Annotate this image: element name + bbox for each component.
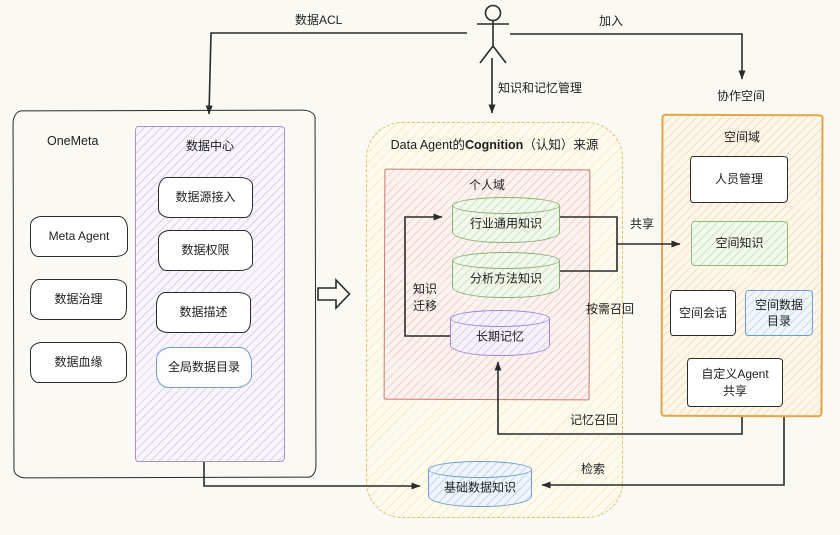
join-arrow — [510, 33, 746, 80]
data-lineage-label: 数据血缘 — [54, 355, 103, 370]
data-source-access-label: 数据源接入 — [175, 190, 236, 205]
edge-label-share: 共享 — [630, 217, 655, 231]
onemeta-title: OneMeta — [47, 134, 99, 148]
data-permission-label: 数据权限 — [181, 243, 230, 258]
analysis-knowledge-cylinder: 分析方法知识 — [452, 252, 560, 298]
space-knowledge-box: 空间知识 — [691, 221, 788, 266]
data-acl-arrow — [205, 32, 467, 115]
edge-label-knowledge-transfer: 知识迁移 — [413, 282, 438, 314]
base-data-knowledge-cylinder: 基础数据知识 — [428, 461, 532, 507]
label-on-demand-recall: 按需召回 — [586, 302, 635, 316]
cognition-title-bold: Cognition — [465, 138, 524, 152]
edge-label-knowledge-memory: 知识和记忆管理 — [498, 81, 583, 95]
analysis-knowledge-label: 分析方法知识 — [469, 271, 542, 286]
data-permission-box: 数据权限 — [158, 230, 253, 271]
member-management-box: 人员管理 — [690, 156, 788, 203]
space-knowledge-label: 空间知识 — [715, 236, 764, 251]
data-description-label: 数据描述 — [179, 305, 228, 320]
cognition-title-suffix: （认知）来源 — [523, 138, 599, 152]
data-governance-label: 数据治理 — [54, 292, 103, 307]
edge-label-retrieve: 检索 — [581, 462, 606, 476]
data-description-box: 数据描述 — [156, 292, 251, 333]
block-arrow-icon — [317, 278, 351, 310]
edge-label-join: 加入 — [599, 14, 624, 28]
space-session-box: 空间会话 — [670, 290, 736, 336]
data-governance-box: 数据治理 — [30, 279, 127, 320]
space-data-catalog-label: 空间数据目录 — [754, 297, 803, 328]
space-domain-title: 空间域 — [723, 130, 760, 144]
user-actor-icon — [477, 4, 509, 64]
space-data-catalog-box: 空间数据目录 — [745, 290, 813, 336]
personal-domain-title: 个人域 — [468, 178, 505, 192]
meta-agent-box: Meta Agent — [30, 216, 128, 257]
long-term-memory-label: 长期记忆 — [475, 329, 524, 344]
edge-label-data-acl: 数据ACL — [295, 13, 343, 27]
space-session-label: 空间会话 — [678, 305, 727, 320]
custom-agent-share-box: 自定义Agent共享 — [687, 358, 783, 407]
industry-knowledge-label: 行业通用知识 — [469, 216, 542, 231]
edge-label-memory-recall: 记忆召回 — [570, 413, 619, 427]
base-data-knowledge-label: 基础数据知识 — [443, 480, 516, 495]
data-center-title: 数据中心 — [185, 139, 234, 153]
cognition-title: Data Agent的Cognition（认知）来源 — [366, 137, 623, 153]
long-term-memory-cylinder: 长期记忆 — [450, 310, 550, 356]
data-lineage-box: 数据血缘 — [30, 342, 127, 383]
meta-agent-label: Meta Agent — [48, 229, 110, 244]
industry-knowledge-cylinder: 行业通用知识 — [452, 197, 560, 243]
cognition-title-prefix: Data Agent的 — [390, 138, 465, 152]
global-data-catalog-label: 全局数据目录 — [167, 360, 240, 375]
global-data-catalog-box: 全局数据目录 — [156, 347, 252, 388]
data-source-access-box: 数据源接入 — [158, 177, 253, 218]
member-management-label: 人员管理 — [714, 172, 763, 187]
label-collab-space: 协作空间 — [717, 89, 766, 103]
custom-agent-share-label: 自定义Agent共享 — [701, 367, 769, 398]
